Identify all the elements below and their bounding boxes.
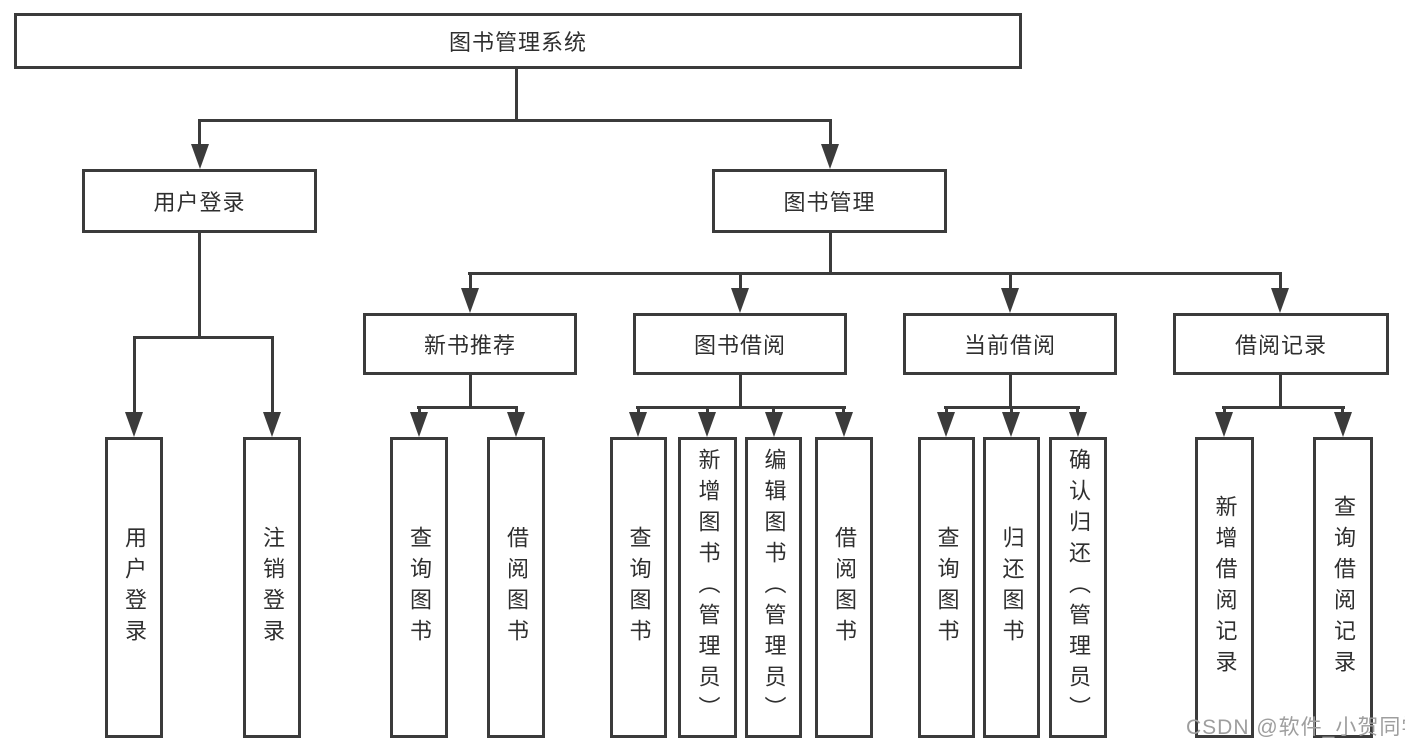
arrow-down-icon bbox=[263, 412, 281, 437]
connector-stem bbox=[515, 408, 518, 414]
connector-stem bbox=[829, 233, 832, 274]
leaf-confirm-return-admin: 确认归还（管理员） bbox=[1049, 437, 1107, 738]
node-user-login-label: 用户登录 bbox=[153, 190, 246, 215]
node-root: 图书管理系统 bbox=[14, 13, 1022, 69]
node-book-borrowing-label: 图书借阅 bbox=[693, 333, 786, 358]
arrow-down-icon bbox=[629, 412, 647, 437]
node-book-management: 图书管理 bbox=[712, 169, 947, 233]
arrow-down-icon bbox=[835, 412, 853, 437]
connector-stem bbox=[945, 408, 948, 414]
arrow-down-icon bbox=[1334, 412, 1352, 437]
arrow-down-icon bbox=[731, 288, 749, 313]
arrow-down-icon bbox=[937, 412, 955, 437]
connector-stem bbox=[739, 274, 742, 290]
connector-bar bbox=[133, 336, 274, 339]
node-root-label: 图书管理系统 bbox=[448, 30, 587, 55]
connector-stem bbox=[772, 408, 775, 414]
arrow-down-icon bbox=[698, 412, 716, 437]
leaf-query-books-3-label: 查询图书 bbox=[934, 525, 960, 650]
connector-stem bbox=[1223, 408, 1226, 414]
node-new-book-recommend: 新书推荐 bbox=[363, 313, 577, 375]
leaf-add-books-admin-label: 新增图书（管理员） bbox=[695, 448, 721, 727]
leaf-user-login: 用户登录 bbox=[105, 437, 163, 738]
leaf-add-borrow-record: 新增借阅记录 bbox=[1195, 437, 1254, 738]
connector-stem bbox=[418, 408, 421, 414]
leaf-return-books: 归还图书 bbox=[983, 437, 1040, 738]
node-book-management-label: 图书管理 bbox=[783, 190, 876, 215]
connector-stem bbox=[1009, 274, 1012, 290]
leaf-add-books-admin: 新增图书（管理员） bbox=[678, 437, 737, 738]
connector-stem bbox=[271, 338, 274, 414]
leaf-logout-label: 注销登录 bbox=[260, 525, 285, 650]
node-user-login: 用户登录 bbox=[82, 169, 317, 233]
leaf-borrow-books-2-label: 借阅图书 bbox=[832, 525, 857, 650]
leaf-user-login-label: 用户登录 bbox=[122, 525, 147, 650]
leaf-add-borrow-record-label: 新增借阅记录 bbox=[1212, 494, 1238, 681]
connector-bar bbox=[636, 406, 846, 409]
connector-stem bbox=[637, 408, 640, 414]
leaf-query-borrow-record: 查询借阅记录 bbox=[1313, 437, 1373, 738]
connector-stem bbox=[469, 274, 472, 290]
arrow-down-icon bbox=[191, 144, 209, 169]
node-book-borrowing: 图书借阅 bbox=[633, 313, 847, 375]
connector-stem bbox=[739, 375, 742, 408]
arrow-down-icon bbox=[1002, 412, 1020, 437]
node-borrowing-records-label: 借阅记录 bbox=[1234, 333, 1327, 358]
connector-stem bbox=[198, 121, 201, 146]
connector-stem bbox=[1279, 274, 1282, 290]
node-current-borrowing-label: 当前借阅 bbox=[963, 333, 1056, 358]
arrow-down-icon bbox=[125, 412, 143, 437]
arrow-down-icon bbox=[765, 412, 783, 437]
leaf-logout: 注销登录 bbox=[243, 437, 301, 738]
connector-stem bbox=[1279, 375, 1282, 408]
connector-bar bbox=[1222, 406, 1345, 409]
connector-stem bbox=[469, 375, 472, 408]
connector-stem bbox=[842, 408, 845, 414]
connector-bar bbox=[417, 406, 518, 409]
node-current-borrowing: 当前借阅 bbox=[903, 313, 1117, 375]
arrow-down-icon bbox=[507, 412, 525, 437]
connector-stem bbox=[706, 408, 709, 414]
node-borrowing-records: 借阅记录 bbox=[1173, 313, 1389, 375]
leaf-confirm-return-admin-label: 确认归还（管理员） bbox=[1066, 448, 1091, 727]
connector-bar bbox=[944, 406, 1080, 409]
arrow-down-icon bbox=[1001, 288, 1019, 313]
connector-level1-bar bbox=[198, 119, 832, 122]
leaf-query-books-2: 查询图书 bbox=[610, 437, 667, 738]
csdn-watermark: CSDN @软件_小贺同学 bbox=[1186, 716, 1405, 739]
connector-stem bbox=[1076, 408, 1079, 414]
leaf-edit-books-admin: 编辑图书（管理员） bbox=[745, 437, 802, 738]
connector-stem bbox=[1341, 408, 1344, 414]
leaf-return-books-label: 归还图书 bbox=[999, 525, 1025, 650]
arrow-down-icon bbox=[821, 144, 839, 169]
arrow-down-icon bbox=[461, 288, 479, 313]
arrow-down-icon bbox=[1069, 412, 1087, 437]
connector-level2-bar bbox=[468, 272, 1282, 275]
connector-root-stem bbox=[515, 69, 518, 120]
leaf-borrow-books-1-label: 借阅图书 bbox=[504, 525, 529, 650]
leaf-query-borrow-record-label: 查询借阅记录 bbox=[1331, 494, 1356, 681]
arrow-down-icon bbox=[1271, 288, 1289, 313]
leaf-edit-books-admin-label: 编辑图书（管理员） bbox=[761, 448, 787, 727]
connector-stem bbox=[829, 121, 832, 146]
leaf-query-books-1: 查询图书 bbox=[390, 437, 448, 738]
leaf-borrow-books-1: 借阅图书 bbox=[487, 437, 545, 738]
leaf-query-books-2-label: 查询图书 bbox=[626, 525, 652, 650]
leaf-borrow-books-2: 借阅图书 bbox=[815, 437, 873, 738]
connector-stem bbox=[1010, 408, 1013, 414]
connector-stem bbox=[1009, 375, 1012, 408]
arrow-down-icon bbox=[410, 412, 428, 437]
connector-stem bbox=[133, 338, 136, 414]
connector-stem bbox=[198, 233, 201, 337]
leaf-query-books-3: 查询图书 bbox=[918, 437, 975, 738]
leaf-query-books-1-label: 查询图书 bbox=[407, 525, 432, 650]
node-new-book-recommend-label: 新书推荐 bbox=[423, 333, 516, 358]
arrow-down-icon bbox=[1215, 412, 1233, 437]
